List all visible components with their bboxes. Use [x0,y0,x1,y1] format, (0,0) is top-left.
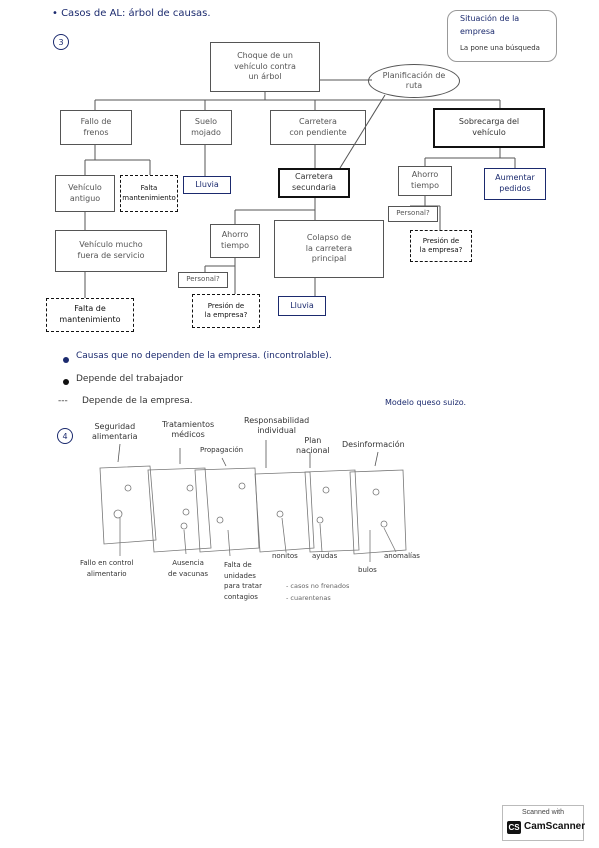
lluvia-box-2: Lluvia [278,296,326,316]
swiss-bottom-fallo: Fallo en control alimentario [80,559,134,579]
suelo-mojado-box: Suelo mojado [180,110,232,145]
carretera-secundaria-box: Carretera secundaria [278,168,350,198]
legend-dot-black-icon [63,379,69,385]
page-title: • Casos de AL: árbol de causas. [52,8,211,19]
situation-note-line3: La pone una búsqueda [460,44,540,52]
swiss-bottom-anomalias: anomalías [384,552,420,560]
swiss-note-1: - casos no frenados [286,582,350,590]
swiss-bottom-ayudas: ayudas [312,552,338,560]
tree-root-box: Choque de un vehículo contra un árbol [210,42,320,92]
situation-note-line2: empresa [460,27,495,36]
legend-dot-blue-icon [63,357,69,363]
swiss-note-2: - cuarentenas [286,594,331,602]
situation-note-line1: Situación de la [460,14,520,23]
personal-box-1: Personal? [388,206,438,222]
lluvia-box-1: Lluvia [183,176,231,194]
section-number-4: 4 [57,428,73,444]
presion-box-1: Presión de la empresa? [410,230,472,262]
swiss-label-tratamientos: Tratamientos médicos [162,420,215,439]
model-title: Modelo queso suizo. [385,398,467,407]
falta-mantenimiento-box: Falta de mantenimiento [46,298,134,332]
legend-item-1: Causas que no dependen de la empresa. (i… [76,351,332,361]
legend-item-3: Depende de la empresa. [82,396,193,406]
legend-dashes: --- [58,396,68,406]
fallo-frenos-box: Fallo de frenos [60,110,132,145]
presion-box-2: Presión de la empresa? [192,294,260,328]
camscanner-badge: Scanned with CS CamScanner [502,805,586,841]
swiss-bottom-ausencia: Ausencia de vacunas [168,559,209,579]
scanned-with-label: Scanned with [521,809,565,816]
carretera-pendiente-box: Carretera con pendiente [270,110,366,145]
section-number-3: 3 [53,34,69,50]
camscanner-brand: CamScanner [524,821,586,832]
camscanner-logo-icon: CS [507,821,521,834]
falta-mant-small-box: Falta mantenimiento [120,175,178,212]
swiss-label-responsabilidad: Responsabilidad individual [244,416,310,435]
aumentar-pedidos-box: Aumentar pedidos [484,168,546,200]
planificacion-ellipse: Planificación de ruta [368,64,460,98]
swiss-label-seguridad: Seguridad alimentaria [92,422,138,441]
swiss-label-propagacion: Propagación [200,446,244,454]
colapso-box: Colapso de la carretera principal [274,220,384,278]
swiss-label-plan: Plan nacional [296,436,330,455]
ahorro-tiempo-box-1: Ahorro tiempo [398,166,452,196]
sobrecarga-box: Sobrecarga del vehículo [433,108,545,148]
situation-note-frame [447,10,557,62]
personal-box-2: Personal? [178,272,228,288]
legend-item-2: Depende del trabajador [76,374,184,384]
swiss-label-desinformacion: Desinformación [342,440,405,449]
swiss-bottom-bulos: bulos [358,566,377,574]
swiss-bottom-falta: Falta de unidades para tratar contagios [224,561,262,601]
swiss-bottom-nonitos: nonitos [272,552,298,560]
ahorro-tiempo-box-2: Ahorro tiempo [210,224,260,258]
vehiculo-antiguo-box: Vehículo antiguo [55,175,115,212]
vehiculo-mucho-uso-box: Vehículo mucho fuera de servicio [55,230,167,272]
